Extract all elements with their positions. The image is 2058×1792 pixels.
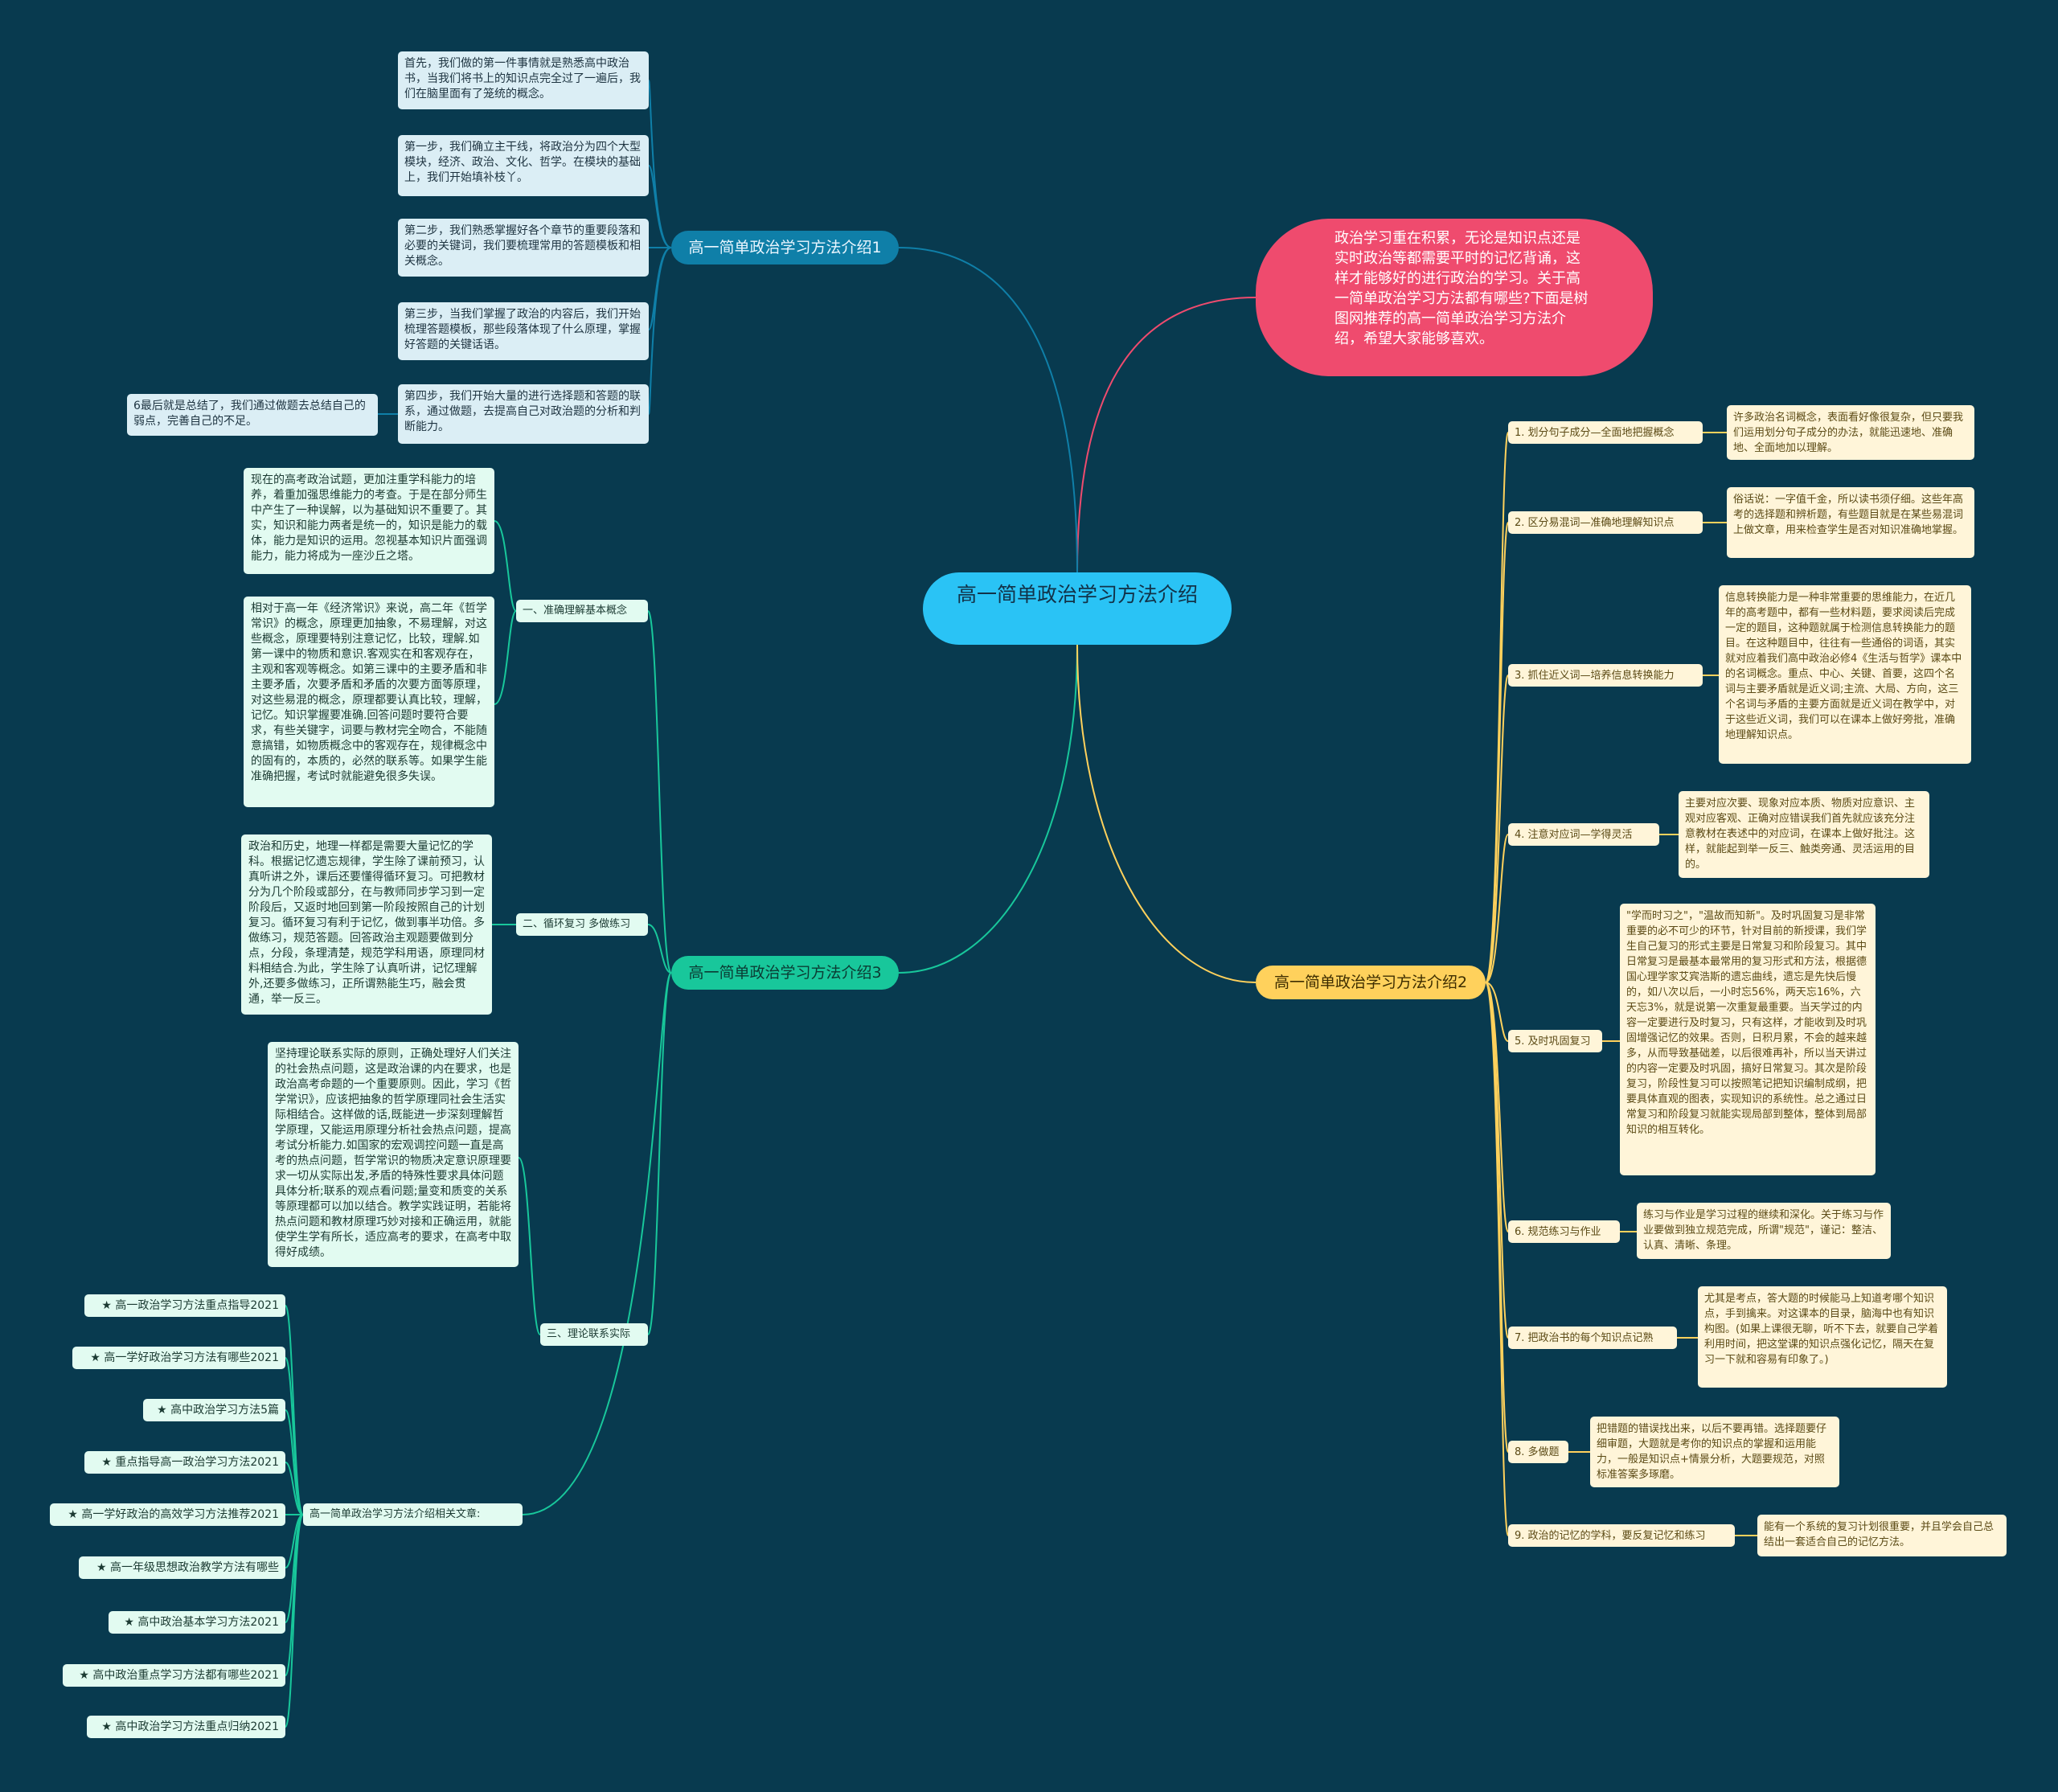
branch2-sub-3-detail[interactable]: 信息转换能力是一种非常重要的思维能力，在近几年的高考题中，都有一些材料题，要求阅…: [1719, 585, 1971, 764]
related-article-6[interactable]: ★ 高一年级思想政治教学方法有哪些: [79, 1556, 285, 1579]
related-article-2[interactable]: ★ 高一学好政治学习方法有哪些2021: [72, 1347, 285, 1369]
branch2-sub-2[interactable]: 2. 区分易混词—准确地理解知识点: [1508, 511, 1703, 534]
related-article-link[interactable]: ★ 高中政治学习方法重点归纳2021: [101, 1720, 279, 1733]
detail-text: 尤其是考点，答大题的时候能马上知道考哪个知识点，手到擒来。对这课本的目录，脑海中…: [1704, 1293, 1939, 1366]
related-article-5[interactable]: ★ 高一学好政治的高效学习方法推荐2021: [50, 1503, 285, 1526]
branch3-sub-label: 三、理论联系实际: [547, 1328, 631, 1340]
branch2-sub-5[interactable]: 5. 及时巩固复习: [1508, 1030, 1602, 1052]
branch3-sub-3-detail-1[interactable]: 坚持理论联系实际的原则，正确处理好人们关注的社会热点问题，这是政治课的内在要求，…: [268, 1042, 519, 1267]
detail-text: 主要对应次要、现象对应本质、物质对应意识、主观对应客观、正确对应错误我们首先就应…: [1685, 798, 1916, 871]
branch2-sub-3[interactable]: 3. 抓住近义词—培养信息转换能力: [1508, 664, 1703, 687]
root-title: 高一简单政治学习方法介绍: [956, 583, 1198, 606]
branch1-topic[interactable]: 高一简单政治学习方法介绍1: [671, 231, 899, 264]
branch2-sub-label: 9. 政治的记忆的学科，要反复记忆和练习: [1515, 1530, 1706, 1542]
branch3-sub-1-detail-1[interactable]: 现在的高考政治试题，更加注重学科能力的培养，着重加强思维能力的考查。于是在部分师…: [244, 468, 494, 574]
branch1-item-text: 第二步，我们熟悉掌握好各个章节的重要段落和必要的关键词，我们要梳理常用的答题模板…: [404, 224, 641, 268]
related-article-7[interactable]: ★ 高中政治基本学习方法2021: [109, 1611, 285, 1634]
related-article-8[interactable]: ★ 高中政治重点学习方法都有哪些2021: [63, 1664, 285, 1687]
branch3-sub-label: 高一简单政治学习方法介绍相关文章:: [310, 1508, 481, 1520]
branch2-sub-4[interactable]: 4. 注意对应词—学得灵活: [1508, 823, 1659, 846]
branch2-sub-label: 8. 多做题: [1515, 1446, 1560, 1458]
detail-text: "学而时习之"，"温故而知新"。及时巩固复习是非常重要的必不可少的环节，针对目前…: [1626, 910, 1867, 1136]
branch2-sub-2-detail[interactable]: 俗话说：一字值千金，所以读书须仔细。这些年高考的选择题和辨析题，有些题目就是在某…: [1727, 487, 1974, 558]
branch2-sub-5-detail[interactable]: "学而时习之"，"温故而知新"。及时巩固复习是非常重要的必不可少的环节，针对目前…: [1620, 904, 1876, 1175]
branch2-sub-9-detail[interactable]: 能有一个系统的复习计划很重要，并且学会自己总结出一套适合自己的记忆方法。: [1757, 1515, 2007, 1556]
branch3-sub-label: 二、循环复习 多做练习: [523, 918, 631, 930]
related-article-1[interactable]: ★ 高一政治学习方法重点指导2021: [84, 1294, 285, 1317]
related-article-link[interactable]: ★ 高中政治重点学习方法都有哪些2021: [79, 1669, 279, 1682]
branch2-sub-7-detail[interactable]: 尤其是考点，答大题的时候能马上知道考哪个知识点，手到擒来。对这课本的目录，脑海中…: [1698, 1286, 1947, 1388]
branch2-sub-label: 1. 划分句子成分—全面地把握概念: [1515, 427, 1675, 439]
branch2-sub-4-detail[interactable]: 主要对应次要、现象对应本质、物质对应意识、主观对应客观、正确对应错误我们首先就应…: [1679, 791, 1929, 878]
related-article-link[interactable]: ★ 高一学好政治学习方法有哪些2021: [90, 1351, 279, 1364]
branch2-sub-label: 7. 把政治书的每个知识点记熟: [1515, 1332, 1654, 1344]
branch1-item-4[interactable]: 第三步，当我们掌握了政治的内容后，我们开始梳理答题模板，那些段落体现了什么原理，…: [398, 302, 649, 360]
link-root-branch3: [898, 644, 1078, 974]
branch2-sub-8[interactable]: 8. 多做题: [1508, 1441, 1568, 1463]
detail-text: 能有一个系统的复习计划很重要，并且学会自己总结出一套适合自己的记忆方法。: [1764, 1521, 1994, 1548]
related-article-link[interactable]: ★ 高一政治学习方法重点指导2021: [101, 1299, 279, 1312]
branch3-sub-label: 一、准确理解基本概念: [523, 605, 628, 617]
detail-text: 政治和历史，地理一样都是需要大量记忆的学科。根据记忆遗忘规律，学生除了课前预习，…: [248, 840, 485, 1006]
branch1-extra[interactable]: 6最后就是总结了，我们通过做题去总结自己的弱点，完善自己的不足。: [127, 394, 378, 436]
detail-text: 练习与作业是学习过程的继续和深化。关于练习与作业要做到独立规范完成，所谓"规范"…: [1643, 1209, 1884, 1252]
related-article-3[interactable]: ★ 高中政治学习方法5篇: [143, 1399, 285, 1421]
branch2-sub-label: 4. 注意对应词—学得灵活: [1515, 829, 1633, 841]
intro-text: 政治学习重在积累，无论是知识点还是实时政治等都需要平时的记忆背诵，这样才能够好的…: [1334, 230, 1589, 347]
detail-text: 把错题的错误找出来，以后不要再错。选择题要仔细审题，大题就是考你的知识点的掌握和…: [1597, 1423, 1827, 1481]
branch3-sub-4[interactable]: 高一简单政治学习方法介绍相关文章:: [303, 1503, 523, 1526]
branch2-sub-7[interactable]: 7. 把政治书的每个知识点记熟: [1508, 1327, 1677, 1349]
branch1-extra-text: 6最后就是总结了，我们通过做题去总结自己的弱点，完善自己的不足。: [133, 400, 366, 428]
branch2-sub-8-detail[interactable]: 把错题的错误找出来，以后不要再错。选择题要仔细审题，大题就是考你的知识点的掌握和…: [1590, 1417, 1839, 1487]
branch2-sub-label: 6. 规范练习与作业: [1515, 1226, 1601, 1238]
branch1-item-3[interactable]: 第二步，我们熟悉掌握好各个章节的重要段落和必要的关键词，我们要梳理常用的答题模板…: [398, 219, 649, 277]
related-article-9[interactable]: ★ 高中政治学习方法重点归纳2021: [87, 1716, 285, 1738]
intro-node[interactable]: 政治学习重在积累，无论是知识点还是实时政治等都需要平时的记忆背诵，这样才能够好的…: [1256, 219, 1653, 376]
related-article-link[interactable]: ★ 高一学好政治的高效学习方法推荐2021: [68, 1508, 279, 1521]
branch2-sub-label: 3. 抓住近义词—培养信息转换能力: [1515, 670, 1675, 682]
detail-text: 相对于高一年《经济常识》来说，高二年《哲学常识》的概念，原理更加抽象，不易理解，…: [251, 602, 487, 783]
link-root-intro: [1076, 297, 1257, 573]
star-links: [285, 1305, 304, 1728]
link-root-branch2: [1076, 644, 1257, 983]
root-topic[interactable]: 高一简单政治学习方法介绍: [923, 572, 1232, 645]
branch2-sub-1[interactable]: 1. 划分句子成分—全面地把握概念: [1508, 421, 1703, 444]
branch1-item-text: 第一步，我们确立主干线，将政治分为四个大型模块，经济、政治、文化、哲学。在模块的…: [404, 141, 641, 184]
branch1-item-text: 首先，我们做的第一件事情就是熟悉高中政治书，当我们将书上的知识点完全过了一遍后，…: [404, 57, 641, 100]
branch2-sub-label: 5. 及时巩固复习: [1515, 1035, 1591, 1048]
branch2-sub-1-detail[interactable]: 许多政治名词概念，表面看好像很复杂，但只要我们运用划分句子成分的办法，就能迅速地…: [1727, 405, 1974, 460]
branch1-item-2[interactable]: 第一步，我们确立主干线，将政治分为四个大型模块，经济、政治、文化、哲学。在模块的…: [398, 135, 649, 196]
branch1-item-5[interactable]: 第四步，我们开始大量的进行选择题和答题的联系，通过做题，去提高自己对政治题的分析…: [398, 384, 649, 444]
branch2-topic[interactable]: 高一简单政治学习方法介绍2: [1256, 966, 1486, 999]
related-article-link[interactable]: ★ 高中政治学习方法5篇: [157, 1404, 279, 1417]
branch1-item-1[interactable]: 首先，我们做的第一件事情就是熟悉高中政治书，当我们将书上的知识点完全过了一遍后，…: [398, 51, 649, 109]
branch3-sub-2[interactable]: 二、循环复习 多做练习: [516, 913, 648, 936]
detail-text: 现在的高考政治试题，更加注重学科能力的培养，着重加强思维能力的考查。于是在部分师…: [251, 474, 487, 563]
branch1-item-text: 第四步，我们开始大量的进行选择题和答题的联系，通过做题，去提高自己对政治题的分析…: [404, 390, 641, 433]
detail-text: 俗话说：一字值千金，所以读书须仔细。这些年高考的选择题和辨析题，有些题目就是在某…: [1733, 494, 1964, 536]
detail-text: 许多政治名词概念，表面看好像很复杂，但只要我们运用划分句子成分的办法，就能迅速地…: [1733, 412, 1964, 454]
branch2-title: 高一简单政治学习方法介绍2: [1273, 974, 1468, 991]
related-article-link[interactable]: ★ 高中政治基本学习方法2021: [124, 1616, 279, 1629]
branch2-sub-6-detail[interactable]: 练习与作业是学习过程的继续和深化。关于练习与作业要做到独立规范完成，所谓"规范"…: [1637, 1203, 1891, 1259]
branch3-sub-3[interactable]: 三、理论联系实际: [540, 1323, 648, 1346]
link-root-branch1: [898, 247, 1078, 573]
branch3-title: 高一简单政治学习方法介绍3: [688, 964, 882, 982]
branch3-sub-1[interactable]: 一、准确理解基本概念: [516, 600, 648, 622]
branch3-sub-1-detail-2[interactable]: 相对于高一年《经济常识》来说，高二年《哲学常识》的概念，原理更加抽象，不易理解，…: [244, 597, 494, 807]
detail-text: 坚持理论联系实际的原则，正确处理好人们关注的社会热点问题，这是政治课的内在要求，…: [275, 1048, 511, 1259]
branch2-sub-9[interactable]: 9. 政治的记忆的学科，要反复记忆和练习: [1508, 1524, 1735, 1547]
related-article-link[interactable]: ★ 重点指导高一政治学习方法2021: [101, 1456, 279, 1469]
branch3-topic[interactable]: 高一简单政治学习方法介绍3: [671, 956, 899, 990]
branch3-sub-2-detail-1[interactable]: 政治和历史，地理一样都是需要大量记忆的学科。根据记忆遗忘规律，学生除了课前预习，…: [241, 834, 492, 1015]
related-article-link[interactable]: ★ 高一年级思想政治教学方法有哪些: [96, 1561, 279, 1574]
branch1-title: 高一简单政治学习方法介绍1: [688, 239, 882, 256]
branch1-item-text: 第三步，当我们掌握了政治的内容后，我们开始梳理答题模板，那些段落体现了什么原理，…: [404, 308, 641, 351]
branch2-sub-label: 2. 区分易混词—准确地理解知识点: [1515, 517, 1675, 529]
related-article-4[interactable]: ★ 重点指导高一政治学习方法2021: [84, 1451, 285, 1474]
branch2-sub-6[interactable]: 6. 规范练习与作业: [1508, 1220, 1620, 1243]
detail-text: 信息转换能力是一种非常重要的思维能力，在近几年的高考题中，都有一些材料题，要求阅…: [1725, 592, 1962, 741]
